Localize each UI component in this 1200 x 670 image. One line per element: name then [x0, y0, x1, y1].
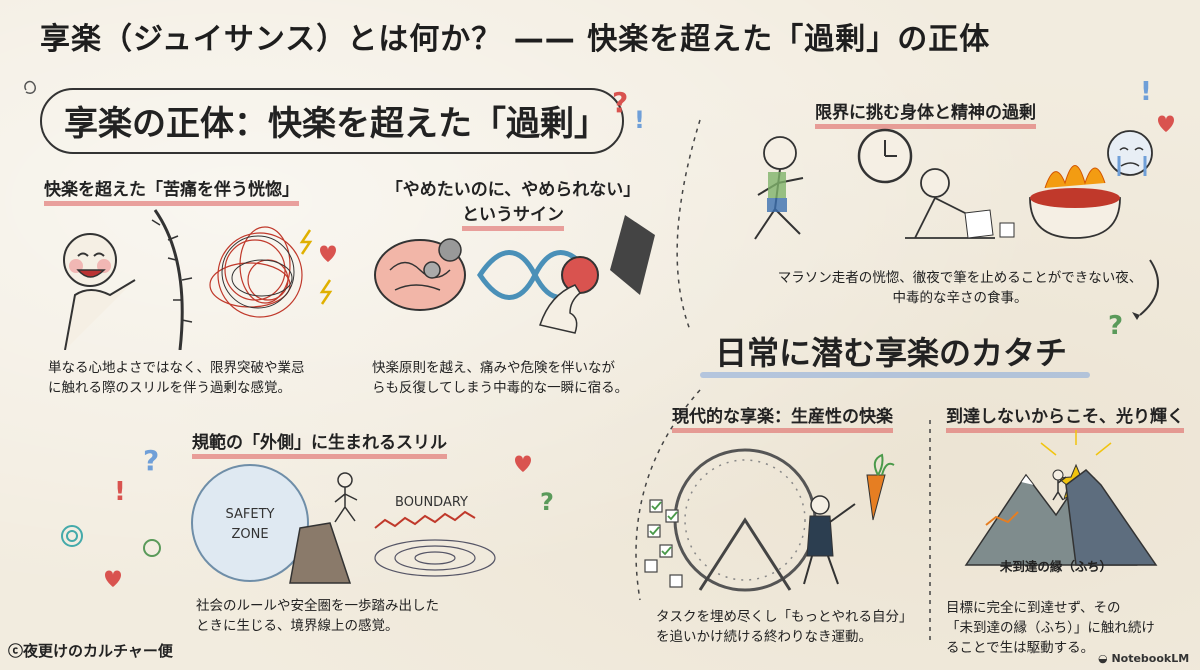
card5-body: 目標に完全に到達せず、その 「未到達の縁（ふち）」に触れ続け ることで生は駆動す… — [946, 600, 1155, 656]
section2-banner: 日常に潜む享楽のカタチ — [715, 334, 1068, 372]
section2-underline — [700, 372, 1090, 378]
page-title: 享楽（ジュイサンス）とは何か？ —— 快楽を超えた「過剰」の正体 — [40, 22, 991, 57]
mountain-illustration: 未到達の縁（ふち） — [964, 430, 1158, 574]
card4-body: タスクを埋め尽くし「もっとやれる自分」 を追いかけ続ける終わりなき運動。 — [656, 609, 913, 645]
section1-banner: 享楽の正体：快楽を超えた「過剰」 — [64, 104, 608, 144]
card2-heading: 「やめたいのに、やめられない」 というサイン — [378, 175, 648, 231]
footer-brand: ◒ NotebookLM — [1098, 652, 1190, 665]
question-mark-icon: ? — [1108, 311, 1123, 341]
brain-loop-illustration — [374, 215, 655, 334]
hamster-wheel-illustration — [644, 448, 895, 592]
limits-heading: 限界に挑む身体と精神の過剰 — [815, 98, 1036, 129]
swirl-icon — [24, 80, 37, 95]
question-mark-icon: ? — [612, 86, 628, 119]
exclamation-icon: ! — [1140, 77, 1152, 107]
limits-illustration — [754, 128, 1153, 240]
card5-heading: 到達しないからこそ、光り輝く — [946, 402, 1184, 433]
peak-label: 未到達の縁（ふち） — [999, 559, 1112, 574]
boundary-illustration: SAFETY ZONE BOUNDARY — [191, 464, 496, 584]
card1-body: 単なる心地よさではなく、限界突破や業忌 に触れる際のスリルを伴う過剰な感覚。 — [48, 360, 305, 396]
boundary-label: BOUNDARY — [395, 495, 468, 510]
card1-heading: 快楽を超えた「苦痛を伴う恍惚」 — [44, 175, 299, 206]
exclamation-icon: ! — [634, 106, 645, 134]
heart-icon — [515, 455, 531, 472]
heart-icon — [1158, 115, 1174, 132]
limits-caption: マラソン走者の恍惚、徹夜で筆を止めることができない夜、 中毒的な辛さの食事。 — [777, 270, 1143, 306]
ecstasy-illustration — [63, 209, 336, 350]
question-mark-icon: ? — [143, 444, 159, 477]
heart-icon — [105, 570, 121, 587]
section1-banner-frame — [40, 88, 624, 154]
exclamation-icon: ! — [114, 477, 126, 507]
swirl-icon — [61, 525, 83, 547]
footer-credit: ⓒ夜更けのカルチャー便 — [8, 642, 173, 660]
swirl-icon — [143, 539, 161, 557]
question-mark-icon: ? — [540, 488, 554, 516]
card3-heading: 規範の「外側」に生まれるスリル — [192, 428, 447, 459]
card3-body: 社会のルールや安全圏を一歩踏み出した ときに生じる、境界線上の感覚。 — [196, 598, 439, 634]
safety-zone-label-2: ZONE — [231, 527, 268, 542]
safety-zone-label: SAFETY — [226, 507, 275, 522]
notebook-icon: ◒ — [1098, 652, 1112, 665]
card4-heading: 現代的な享楽：生産性の快楽 — [672, 402, 893, 433]
card2-body: 快楽原則を越え、痛みや危険を伴いなが らも反復してしまう中毒的な一瞬に宿る。 — [372, 360, 629, 396]
